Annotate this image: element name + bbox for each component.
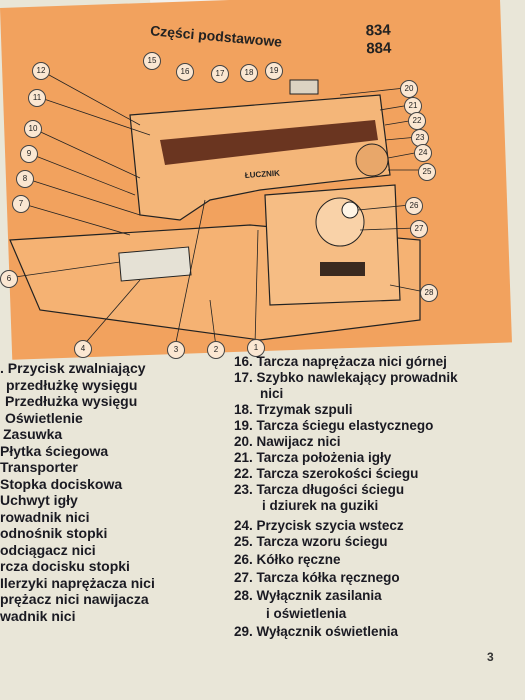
part-item: 20. Nawijacz nici (234, 434, 341, 449)
callout-16: 16 (176, 63, 194, 81)
callout-18: 18 (240, 64, 258, 82)
part-item: 17. Szybko nawlekający prowadnik (234, 370, 458, 385)
part-item: Uchwyt igły (0, 492, 78, 508)
part-item: 27. Tarcza kółka ręcznego (234, 570, 400, 585)
callout-17: 17 (211, 65, 229, 83)
part-item: Przedłużka wysięgu (5, 393, 138, 409)
parts-list-right: 16. Tarcza naprężacza nici górnej 17. Sz… (234, 354, 458, 640)
needle-plate-shape (118, 246, 192, 282)
part-item: 28. Wyłącznik zasilania (234, 588, 382, 603)
callout-4: 4 (74, 340, 92, 358)
part-item: wadnik nici (0, 607, 76, 624)
part-item: 22. Tarcza szerokości ściegu (234, 466, 419, 481)
callout-22: 22 (408, 112, 426, 130)
callout-25: 25 (418, 163, 436, 181)
parts-list-left: . Przycisk zwalniający przedłużkę wysięg… (0, 360, 155, 624)
callout-6: 6 (0, 270, 18, 288)
part-item: rowadnik nici (0, 508, 90, 525)
callout-28: 28 (420, 284, 438, 302)
part-item: 26. Kółko ręczne (234, 552, 341, 567)
callout-19: 19 (265, 62, 283, 80)
part-item: Zasuwka (3, 426, 63, 442)
part-item: Oświetlenie (5, 409, 83, 426)
callout-11: 11 (28, 89, 46, 107)
part-item: Transporter (0, 459, 78, 475)
callout-7: 7 (12, 195, 30, 213)
part-item: 24. Przycisk szycia wstecz (234, 518, 404, 533)
callout-12: 12 (32, 62, 50, 80)
part-item: i oświetlenia (266, 606, 347, 621)
callout-1: 1 (247, 339, 265, 357)
part-item: 19. Tarcza ściegu elastycznego (234, 418, 434, 433)
part-item: 21. Tarcza położenia igły (234, 450, 392, 465)
part-item: rcza docisku stopki (0, 558, 130, 574)
part-item: . Przycisk zwalniający (0, 360, 146, 376)
callout-8: 8 (16, 170, 34, 188)
callout-15: 15 (143, 52, 161, 70)
part-item: nici (260, 386, 284, 401)
part-item: 25. Tarcza wzoru ściegu (234, 534, 388, 549)
callout-27: 27 (410, 220, 428, 238)
handwheel-shape (355, 143, 389, 177)
brand-label: ŁUCZNIK (245, 169, 281, 180)
callout-24: 24 (414, 144, 432, 162)
callout-10: 10 (24, 120, 42, 138)
arm-stripe (160, 120, 378, 165)
part-item: Stopka dociskowa (0, 475, 123, 492)
control-panel-shape (320, 262, 365, 276)
part-item: 29. Wyłącznik oświetlenia (234, 624, 399, 639)
page-number: 3 (487, 650, 494, 664)
callout-9: 9 (20, 145, 38, 163)
part-item: 16. Tarcza naprężacza nici górnej (234, 354, 447, 369)
dial-knob (341, 201, 359, 219)
callout-3: 3 (167, 341, 185, 359)
part-item: prężacz nici nawijacza (0, 591, 149, 607)
part-item: odnośnik stopki (0, 525, 108, 541)
callout-2: 2 (207, 341, 225, 359)
part-item: przedłużkę wysięgu (6, 376, 138, 393)
part-item: odciągacz nici (0, 541, 96, 558)
part-item: 23. Tarcza długości ściegu (234, 482, 405, 497)
part-item: i dziurek na guziki (262, 498, 379, 513)
part-item: 18. Trzymak szpuli (234, 402, 353, 417)
part-item: Ilerzyki naprężacza nici (0, 574, 155, 591)
callout-20: 20 (400, 80, 418, 98)
sewing-machine-diagram: ŁUCZNIK (7, 69, 426, 348)
part-item: Płytka ściegowa (0, 442, 109, 459)
callout-26: 26 (405, 197, 423, 215)
spool-shape (289, 79, 319, 95)
